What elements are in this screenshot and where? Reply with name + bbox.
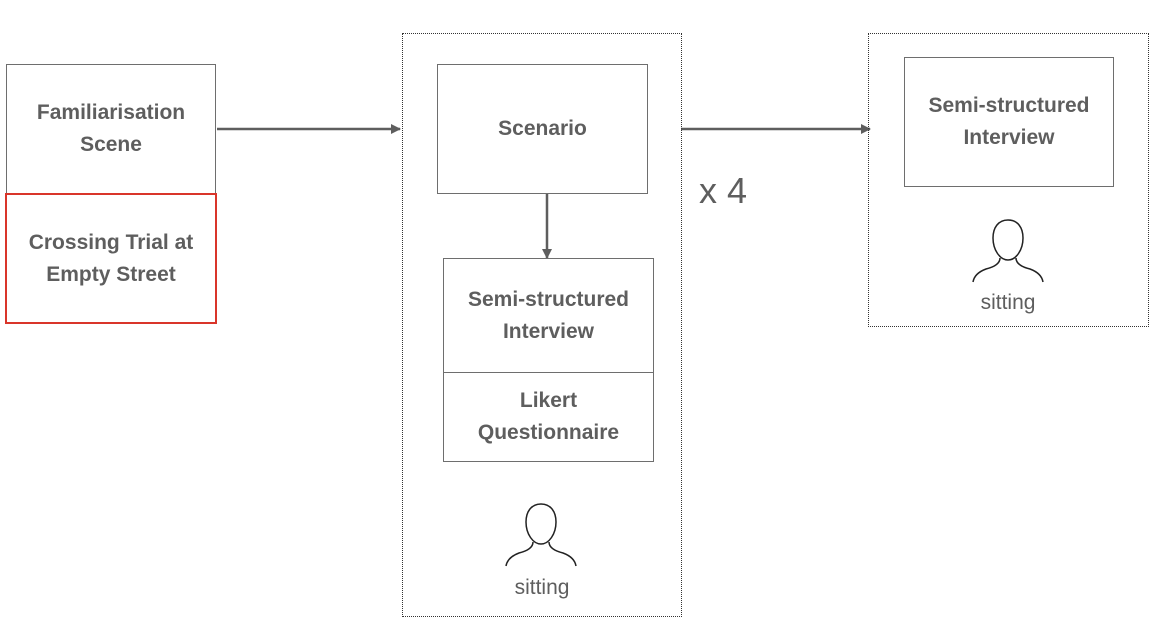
- scenario-loop-container: [402, 33, 682, 617]
- familiarisation-scene-label: Familiarisation Scene: [36, 101, 186, 156]
- crossing-trial-label: Crossing Trial at Empty Street: [28, 230, 194, 286]
- stage3-interview-label: Semi-structured Interview: [928, 94, 1090, 149]
- scenario-label: Scenario: [498, 117, 587, 140]
- stage3-interview-box: Semi-structured Interview: [904, 57, 1114, 187]
- scenario-box: Scenario: [437, 64, 648, 194]
- stage2-interview-label: Semi-structured Interview: [467, 287, 630, 343]
- likert-questionnaire-box: Likert Questionnaire: [443, 372, 654, 462]
- person-icon: [505, 503, 577, 567]
- stage3-posture-label: sitting: [980, 291, 1036, 314]
- likert-questionnaire-label: Likert Questionnaire: [477, 389, 620, 444]
- stage2-interview-box: Semi-structured Interview: [443, 258, 654, 373]
- stage2-posture-label: sitting: [514, 576, 570, 599]
- crossing-trial-box: Crossing Trial at Empty Street: [5, 193, 217, 324]
- familiarisation-scene-box: Familiarisation Scene: [6, 64, 216, 194]
- final-interview-container: [868, 33, 1149, 327]
- repeat-multiplier: x 4: [699, 170, 748, 211]
- person-icon: [972, 219, 1044, 283]
